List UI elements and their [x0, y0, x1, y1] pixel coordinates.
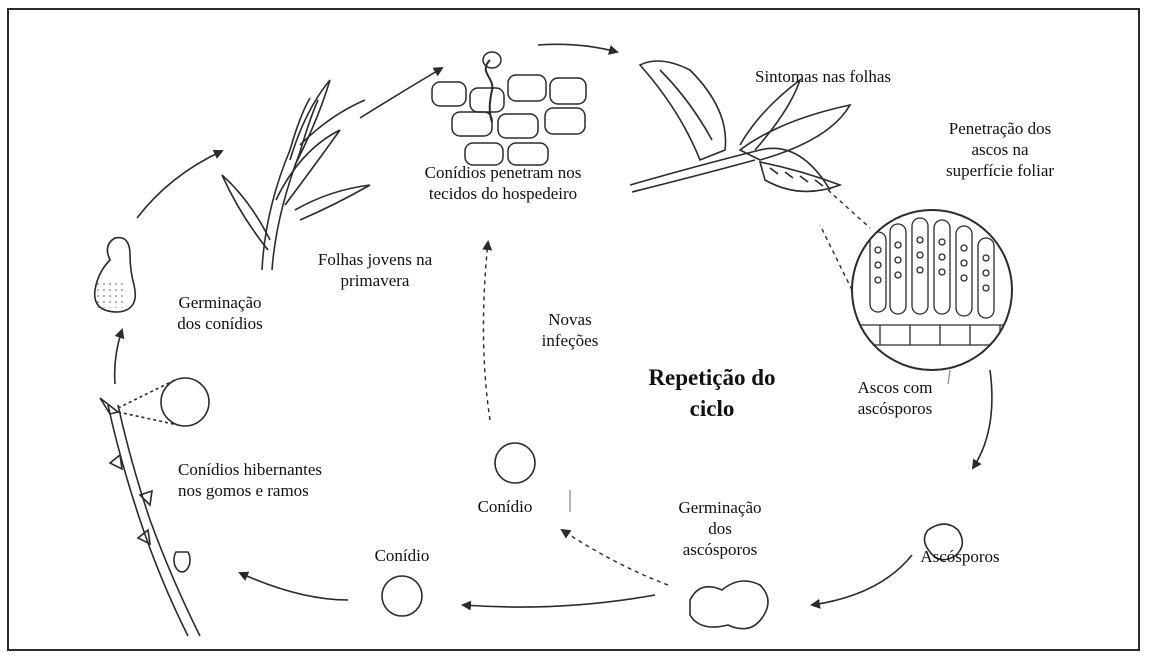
- diagram-frame: [7, 8, 1140, 651]
- arrow-cycle-5: [810, 554, 913, 609]
- arrow-dashed-infection: [482, 240, 493, 421]
- arrow-cycle-6: [461, 594, 656, 611]
- zoom-line-leaf: [827, 189, 871, 229]
- microscope-circle: [851, 209, 1013, 371]
- arrow-dashed-germination: [560, 528, 669, 586]
- zoom-line-bottom: [819, 224, 853, 291]
- infected-leaves: [629, 60, 852, 193]
- arrow-cycle-8: [113, 328, 125, 385]
- conidia-and-spores: [381, 442, 964, 630]
- arrow-cycle-1: [136, 149, 224, 219]
- germinating-conidium: [93, 236, 137, 313]
- arrow-cycle-4: [971, 369, 993, 470]
- label-cycle-repetition: Repetição do ciclo: [648, 365, 776, 421]
- label-new-infections: Novas infeções: [541, 310, 599, 350]
- label-conidia-penetrate: Conídios penetram nos tecidos do hospede…: [424, 163, 582, 203]
- label-conidium-lower: Conídio: [374, 546, 430, 565]
- arrow-cycle-7: [238, 571, 349, 601]
- conidium-upper: [494, 442, 536, 484]
- conidium-lower: [381, 575, 423, 617]
- asci-magnified: [852, 210, 1012, 370]
- label-conidium-upper: Conídio: [477, 497, 533, 516]
- label-asci-ascospores: Ascos com ascósporos: [857, 378, 933, 418]
- label-penetration-asci: Penetração dos ascos na superfície folia…: [945, 119, 1055, 180]
- label-germination-conidia: Germinação dos conídios: [177, 293, 263, 333]
- young-shoot: [221, 79, 371, 271]
- arrow-cycle-3: [537, 43, 619, 55]
- label-hibernating-conidia: Conídios hibernantes nos gomos e ramos: [178, 460, 323, 500]
- arrow-cycle-2: [359, 66, 444, 119]
- label-germination-ascospores: Germinação dos ascósporos: [678, 498, 762, 559]
- label-young-leaves: Folhas jovens na primavera: [317, 250, 433, 290]
- ascospore: [923, 523, 964, 561]
- host-cells: [431, 51, 587, 166]
- label-ascospores: Ascósporos: [920, 547, 1000, 566]
- branch-with-buds: [99, 377, 210, 637]
- label-symptoms: Sintomas nas folhas: [755, 67, 891, 86]
- germinating-ascospore: [689, 580, 769, 630]
